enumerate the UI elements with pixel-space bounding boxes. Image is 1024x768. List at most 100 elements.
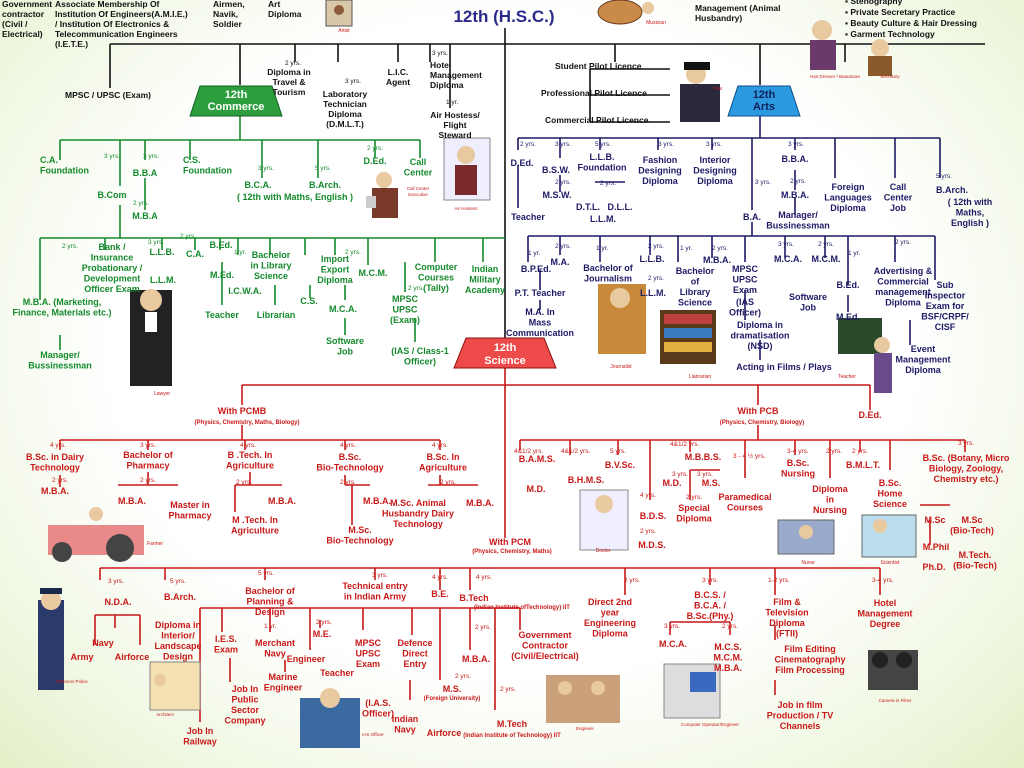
years-label: 1 yr. — [528, 250, 540, 257]
years-label: 2 yrs. — [555, 243, 571, 250]
science-navy: Navy — [92, 638, 114, 648]
science-btech_sub: (Indian Institute ofTechnology) IIT — [474, 605, 570, 611]
arts-librarian: Liabrarian — [689, 374, 711, 380]
science-iasoff2: IAS Officer — [362, 732, 384, 737]
years-label: 3-4 yrs. — [787, 448, 809, 455]
arts-msw: M.S.W. — [543, 190, 572, 200]
science-mba: M.B.A. — [462, 654, 490, 664]
commerce-manager: Manager/Bussinessman — [28, 350, 92, 371]
title: 12th (H.S.C.) — [453, 7, 554, 26]
years-label: 2 yrs. — [500, 686, 516, 693]
arts-ded2: D.Ed. — [858, 410, 881, 420]
arts-med: M.Ed. — [836, 312, 860, 322]
top-air_hostess: Air Hostess — [454, 206, 478, 211]
journalist-icon — [598, 284, 646, 354]
science-camera: Camera in Films — [879, 698, 913, 703]
science-ies: I.E.S.Exam — [214, 634, 238, 655]
science-architect: Architect — [156, 712, 174, 717]
right-list-item: ▪ Garment Technology — [845, 29, 935, 39]
years-label: 1 yr. — [264, 623, 276, 630]
years-label: 2 yrs. — [712, 245, 728, 252]
commerce-bcom: B.Com — [98, 190, 127, 200]
commerce-with: ( 12th with Maths, English ) — [237, 192, 353, 202]
doctor-icon — [579, 489, 629, 551]
years-label: 2 yrs. — [440, 479, 456, 486]
arts-badge[interactable]: 12th Arts — [727, 85, 801, 117]
years-label: 4 yrs. — [432, 442, 448, 449]
years-label: 3 yrs. — [345, 78, 361, 85]
commerce-badge[interactable]: 12th Commerce — [189, 85, 283, 117]
arts-dll: D.L.L. — [608, 202, 633, 212]
years-label: 2 yrs. — [600, 180, 616, 187]
science-bcs: B.C.S. /B.C.A. /B.Sc.(Phy.) — [687, 590, 734, 621]
commerce-llm: L.L.M. — [150, 275, 176, 285]
top-mpsc: MPSC / UPSC (Exam) — [65, 90, 151, 100]
years-label: 3 yrs. — [702, 577, 718, 584]
science-airforce2: Airforce — [427, 728, 462, 738]
years-label: 4 yrs. — [640, 492, 656, 499]
science-mtech_sub: (Indian Institute of Technology) IIT — [463, 733, 561, 739]
commerce-cs: C.S.Foundation — [183, 155, 232, 176]
years-label: 5 yrs. — [170, 578, 186, 585]
years-label: 2 yrs. — [648, 243, 664, 250]
years-label: 2 yrs. — [790, 178, 806, 185]
years-label: 2 yrs. — [722, 623, 738, 630]
top-musician: Musician — [646, 20, 666, 26]
top-pilot2: Professional Pilot Licence — [541, 88, 647, 98]
years-label: 2 yrs. — [520, 141, 536, 148]
commerce-ca2: C.A. — [186, 249, 204, 259]
years-label: 3 yrs. — [143, 153, 159, 160]
science-mba3: M.B.A. — [268, 496, 296, 506]
science-engr: Engineer — [576, 726, 595, 731]
arts-badge-line1: 12th — [753, 89, 776, 101]
science-nda: N.D.A. — [105, 597, 132, 607]
science-badge[interactable]: 12th Science — [453, 337, 557, 369]
farmer-icon — [48, 507, 144, 562]
science-mtech: M.Tech.(Bio-Tech) — [953, 550, 997, 571]
science-airforce: Airforce — [115, 652, 150, 662]
years-label: 2 yrs. — [180, 233, 196, 240]
years-label: 5 yrs. — [595, 141, 611, 148]
science-badge-line2: Science — [484, 355, 526, 367]
architect-icon — [149, 661, 201, 711]
librarian-icon — [660, 310, 716, 364]
arts-mca: M.C.A. — [774, 254, 802, 264]
years-label: 1 yr. — [596, 245, 608, 252]
years-label: 4 yrs. — [50, 442, 66, 449]
years-label: 4 yrs. — [340, 442, 356, 449]
right-list-item: ▪ Stenography — [845, 0, 903, 6]
top-artist: Artist — [338, 28, 350, 34]
years-label: 2 yrs. — [624, 577, 640, 584]
arts-teacher2: Teacher — [838, 374, 856, 380]
years-label: 3 yrs. — [432, 50, 448, 57]
years-label: 1 yr. — [446, 99, 458, 106]
years-label: 1 yr. — [234, 249, 246, 256]
arts-teacher: Teacher — [511, 212, 545, 222]
